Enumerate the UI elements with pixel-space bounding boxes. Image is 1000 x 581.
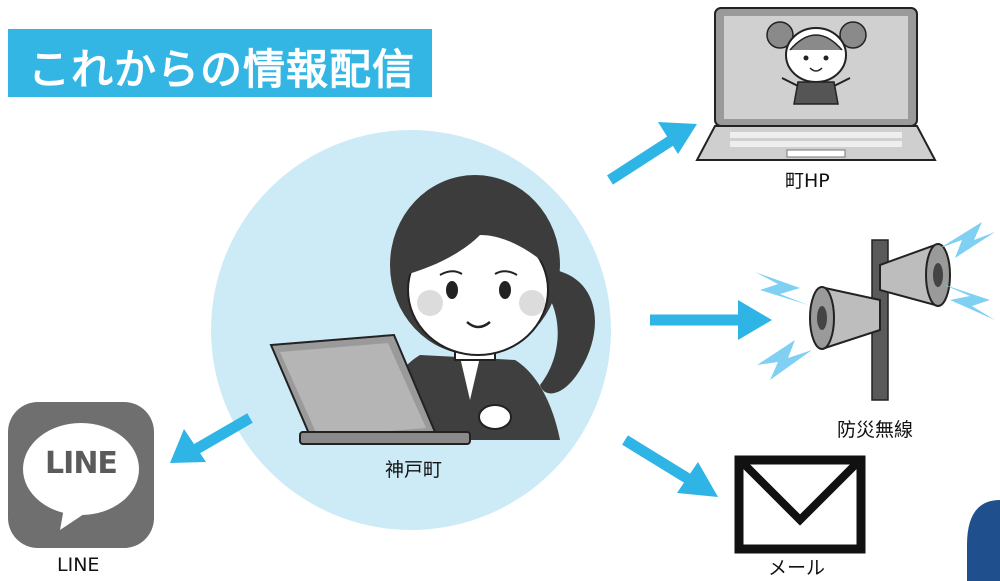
arrow-to-homepage (607, 122, 697, 185)
arrow-to-radio (650, 300, 772, 340)
mail-label: メール (768, 557, 826, 579)
homepage-label: 町HP (785, 170, 830, 192)
radio-label: 防災無線 (837, 419, 914, 441)
homepage-laptop-icon (695, 7, 937, 161)
radio-speaker-icon (755, 222, 995, 401)
line-app-icon (8, 402, 154, 548)
staff-laptop-illustration (269, 333, 471, 445)
arrow-to-line (170, 413, 253, 463)
center-label: 神戸町 (385, 459, 443, 481)
sound-wave-marks (755, 222, 995, 380)
mail-envelope-icon (734, 455, 866, 554)
title-banner (8, 29, 432, 97)
corner-tab (967, 500, 1000, 581)
line-label: LINE (57, 554, 100, 576)
line-logo-text: LINE (45, 446, 118, 481)
staff-person-illustration (372, 175, 595, 440)
page-title: これからの情報配信 (28, 45, 416, 94)
mascot-character (766, 21, 867, 105)
arrow-to-mail (622, 435, 718, 497)
